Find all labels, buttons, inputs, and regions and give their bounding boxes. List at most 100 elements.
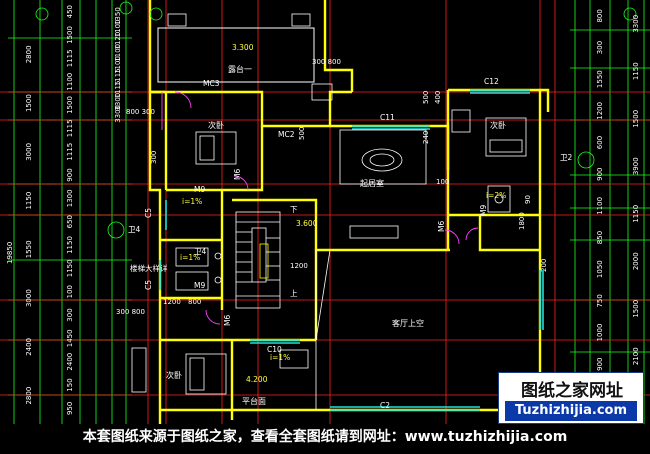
dims-left-mid: 4501500111511001500111511159001300650115… <box>66 5 74 415</box>
dim-inner: 800 <box>188 298 201 306</box>
slope-b: i=1% <box>180 253 200 262</box>
brand-badge: 图纸之家网址 Tuzhizhijia.com <box>498 372 644 424</box>
staircase <box>235 211 281 309</box>
stair-detail-label: 楼梯大样详 <box>130 263 168 273</box>
dimension-value: 100 <box>66 285 74 298</box>
door-tag-m6a: M6 <box>233 169 242 180</box>
dimension-value: 2400 <box>66 353 74 371</box>
dimension-value: 1100 <box>596 197 604 215</box>
dimension-value: 750 <box>596 294 604 307</box>
dims-right-inner: 800 300 1550 1200 600 900 1100 850 1050 750 1000 90… <box>596 9 604 371</box>
dimension-value: 1500 <box>25 94 33 112</box>
dimension-value: 900 <box>596 167 604 180</box>
window-tag-c5a: C5 <box>144 208 153 218</box>
dimension-value: 1500 <box>66 26 74 44</box>
dimension-value: 1200 <box>596 102 604 120</box>
stair-up-label: 上 <box>290 289 298 298</box>
axis-bubbles <box>35 1 637 239</box>
dimension-value: 1000 <box>596 324 604 342</box>
door-tag-mc3: MC3 <box>203 79 220 88</box>
dimension-value: 450 <box>66 5 74 18</box>
dim-inner: 500 <box>298 127 306 140</box>
window-tag-c10: C10 <box>267 345 282 354</box>
dimension-value: 1150 <box>25 192 33 210</box>
dimension-value: 1120 <box>114 32 122 50</box>
dim-inner: 300 800 <box>312 58 341 66</box>
dim-inner: 500 <box>422 91 430 104</box>
dim-inner: 300 <box>150 151 158 164</box>
dimension-value: 1500 <box>66 96 74 114</box>
bath-tag-w4: 卫4 <box>128 225 140 234</box>
dimension-value: 1500 <box>632 300 640 318</box>
room-label-study: 起居室 <box>360 178 384 188</box>
dimension-value: 1500 <box>632 110 640 128</box>
slope-c: i=2% <box>486 191 506 200</box>
dimension-value: 900 <box>66 168 74 181</box>
source-footer: 本套图纸来源于图纸之家，查看全套图纸请到网址：www.tuzhizhijia.c… <box>0 424 650 450</box>
dimension-value: 1100 <box>114 44 122 62</box>
window-tag-c2: C2 <box>380 401 390 410</box>
dimension-value: 1150 <box>66 236 74 254</box>
dimension-value: 950 <box>66 402 74 415</box>
room-label-bedroom-ne: 次卧 <box>490 120 506 130</box>
dimension-value: 1100 <box>114 56 122 74</box>
slope-d: i=1% <box>270 353 290 362</box>
dimension-value: 1115 <box>66 119 74 137</box>
dimension-value: 1115 <box>66 143 74 161</box>
dimension-value: 300 <box>596 41 604 54</box>
dimension-value: 900 <box>596 357 604 370</box>
door-tag-m6b: M6 <box>437 221 446 232</box>
dimension-value: 3300 <box>632 15 640 33</box>
dim-inner: 300 800 <box>116 308 145 316</box>
dimension-value: 3300 <box>114 105 122 123</box>
dimension-value: 300 <box>66 308 74 321</box>
dimension-value: 1050 <box>596 260 604 278</box>
dimension-value: 850 <box>596 231 604 244</box>
room-label-bedroom-nw: 次卧 <box>208 120 224 130</box>
brand-url: Tuzhizhijia.com <box>505 401 637 421</box>
door-tag-m9b: M9 <box>194 281 205 290</box>
room-label-platform: 平台面 <box>242 396 266 406</box>
bath-tag-w2: 卫2 <box>560 153 572 162</box>
dim-inner: 400 <box>434 91 442 104</box>
dimension-value: 2400 <box>25 338 33 356</box>
stair-down-label: 下 <box>290 205 298 214</box>
dim-total-left: 19850 <box>6 242 14 264</box>
door-tag-m6c: M6 <box>223 315 232 326</box>
windows <box>159 89 544 411</box>
dimension-value: 150 <box>66 378 74 391</box>
furniture <box>131 13 527 395</box>
dimension-value: 1300 <box>66 189 74 207</box>
dimension-value: 1450 <box>66 329 74 347</box>
dimension-value: 2000 <box>632 252 640 270</box>
window-tag-c12: C12 <box>484 77 499 86</box>
door-tag-m9a: M9 <box>194 185 205 194</box>
dimension-value: 800 <box>596 9 604 22</box>
dimension-value: 600 <box>596 136 604 149</box>
dimension-value: 1550 <box>25 240 33 258</box>
dim-inner: 800 300 <box>126 108 155 116</box>
dimension-value: 650 <box>66 215 74 228</box>
doors <box>161 91 479 410</box>
dimension-value: 1550 <box>596 70 604 88</box>
dimension-value: 2800 <box>25 45 33 63</box>
room-label-terrace: 露台一 <box>228 64 252 74</box>
room-label-hall-void: 客厅上空 <box>392 318 424 328</box>
slope-a: i=1% <box>182 197 202 206</box>
dim-inner: 100 <box>436 178 449 186</box>
door-tag-mc2: MC2 <box>278 130 295 139</box>
dimension-value: 1150 <box>66 259 74 277</box>
level-3300: 3.300 <box>232 43 254 52</box>
dimension-value: 1115 <box>114 81 122 99</box>
dim-inner: 1200 <box>163 298 181 306</box>
dimension-value: 1115 <box>66 49 74 67</box>
dimension-value: 1100 <box>114 19 122 37</box>
window-tag-c11: C11 <box>380 113 395 122</box>
dim-inner: 240 <box>422 131 430 144</box>
dim-inner: 200 <box>540 259 548 272</box>
